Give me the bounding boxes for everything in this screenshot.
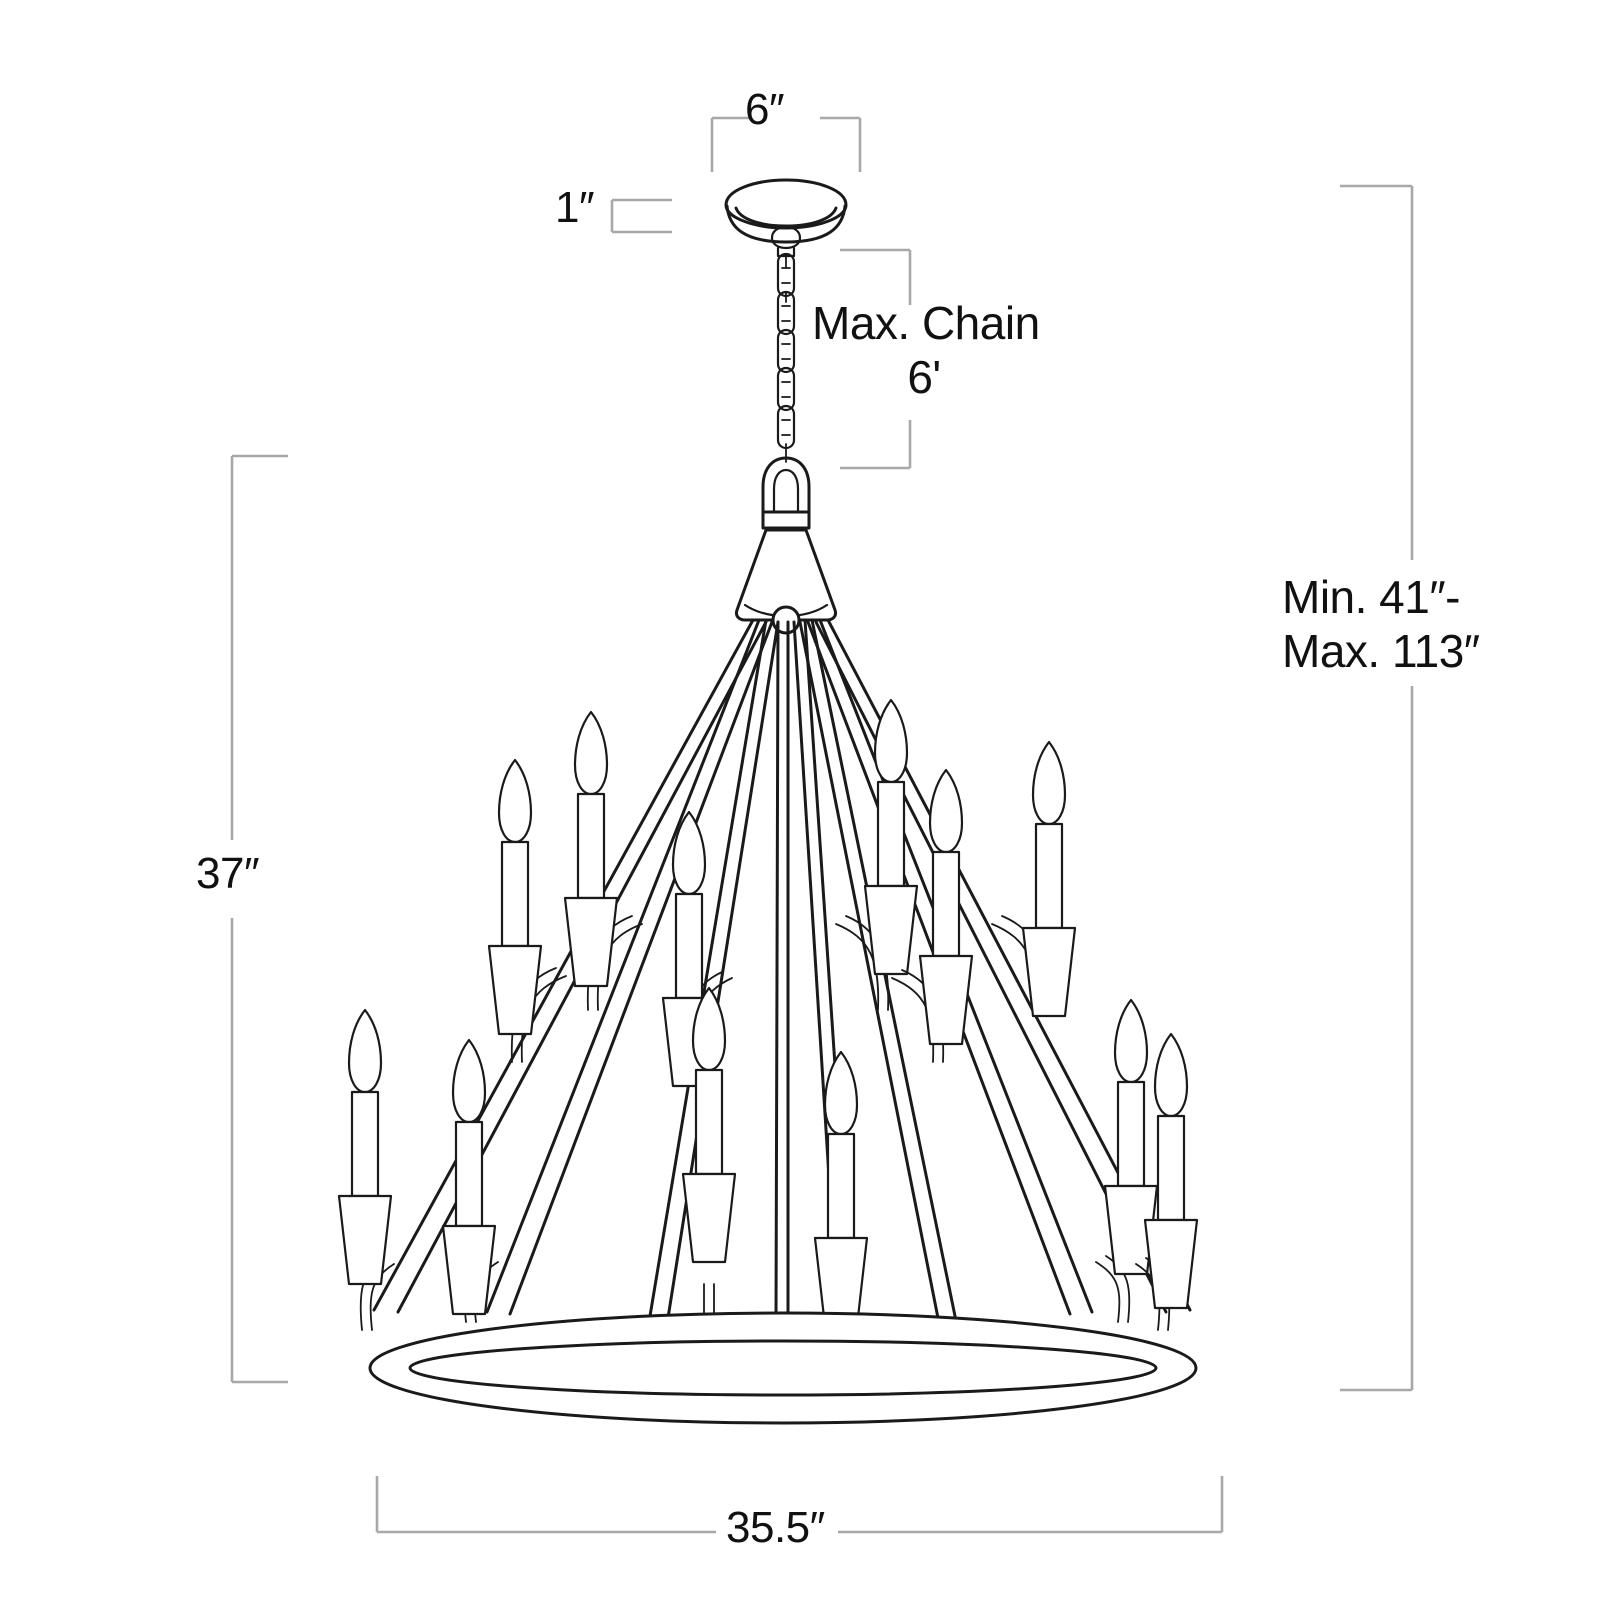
canopy: [724, 178, 848, 258]
dimension-label-canopy-width: 6″: [745, 85, 785, 134]
dim-overall-height: [1340, 184, 1414, 1392]
bottom-ring: [368, 1311, 1198, 1425]
dimension-label-canopy-height: 1″: [555, 183, 595, 232]
dimension-label-fixture-height: 37″: [196, 849, 260, 898]
dim-canopy-width: [710, 116, 862, 172]
chain: [776, 252, 796, 463]
candle: [1143, 1032, 1199, 1310]
upper-tier: [487, 698, 1077, 1088]
dim-fixture-height: [230, 454, 288, 1384]
candle: [863, 698, 919, 976]
candle: [487, 758, 543, 1036]
dimension-label-fixture-width: 35.5″: [726, 1503, 825, 1552]
dim-max-chain: [840, 248, 912, 470]
dimension-label-max-chain: Max. Chain 6': [812, 297, 1040, 404]
dim-canopy-height: [610, 198, 672, 234]
dimension-lines: [230, 116, 1414, 1534]
dim-fixture-width: [375, 1476, 1224, 1534]
lower-tier: [337, 986, 1199, 1333]
candle: [563, 710, 619, 988]
candle: [337, 1008, 393, 1286]
candle: [441, 1038, 497, 1316]
dimension-label-overall-height: Min. 41″- Max. 113″: [1282, 571, 1480, 678]
candle: [1021, 740, 1077, 1018]
hub-loop-and-cone: [735, 456, 837, 635]
